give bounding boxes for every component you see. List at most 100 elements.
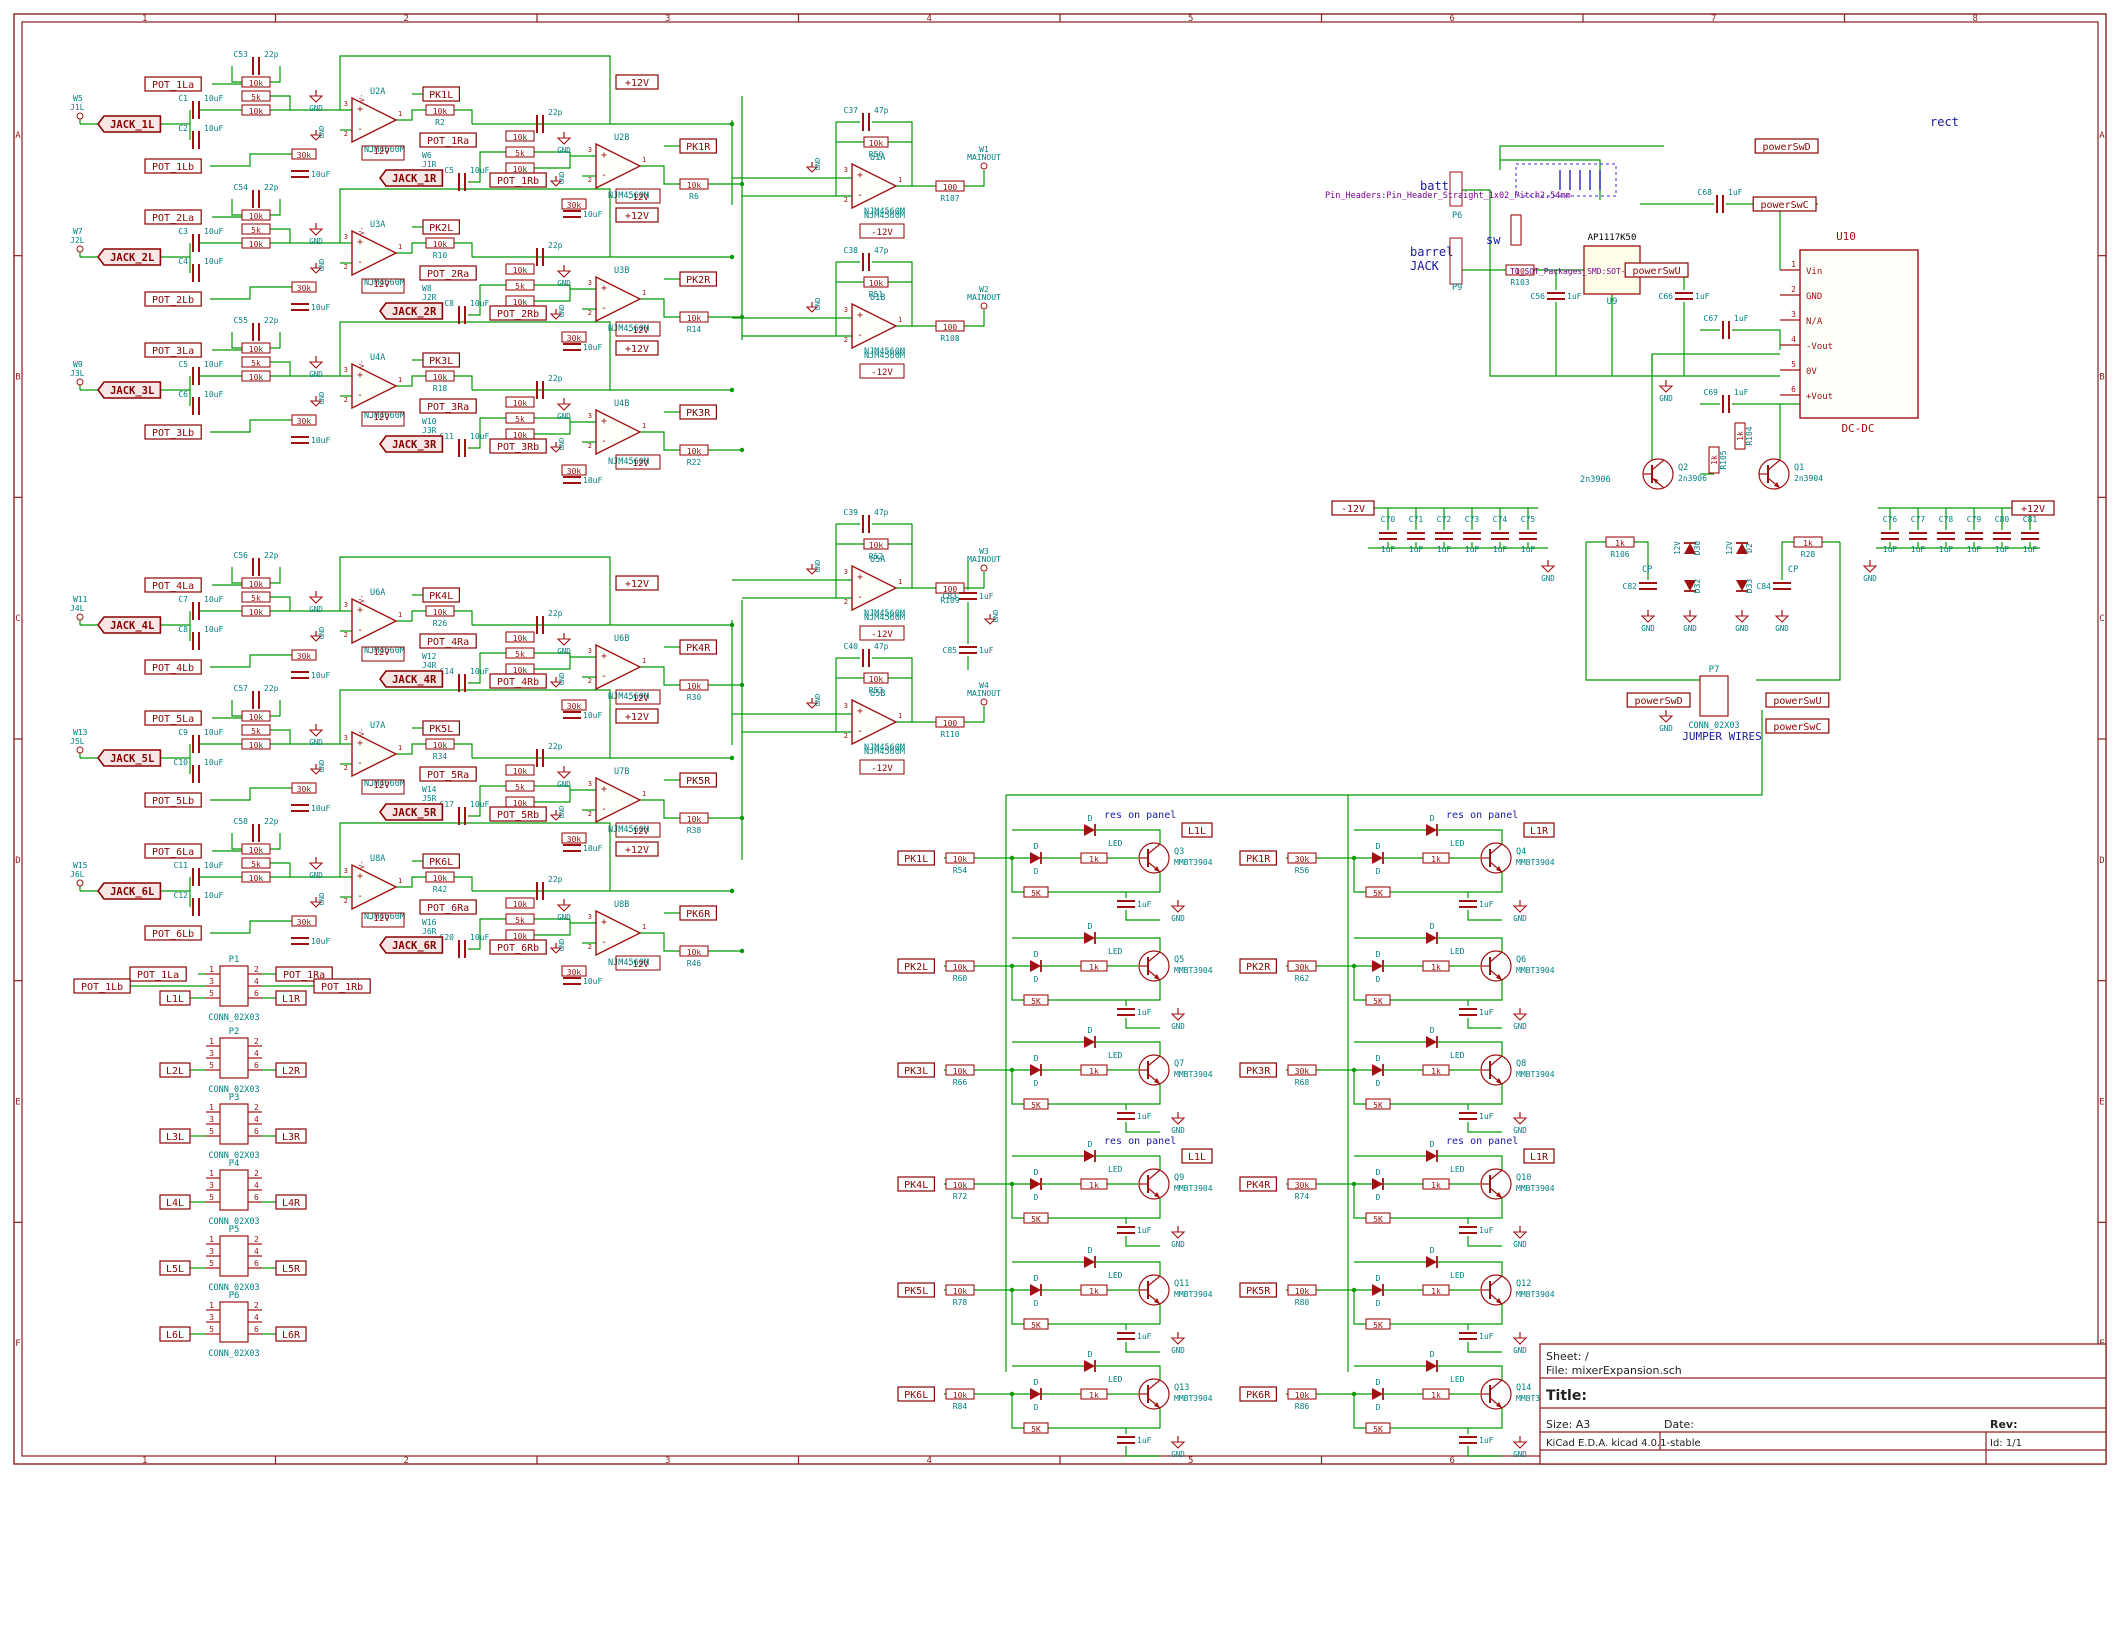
transistor-ref: Q10 [1516, 1173, 1531, 1183]
resistor [1287, 1064, 1317, 1076]
test-point-ref: J3R [422, 426, 437, 435]
jumper-note: JUMPER WIRES [1682, 730, 1761, 743]
pin-number: 2 [588, 309, 592, 317]
ground-label: GND [309, 104, 323, 113]
transistor-arrow [1154, 974, 1160, 980]
wire [1011, 1184, 1024, 1219]
resistor [1287, 1388, 1317, 1400]
test-point-ref: J1L [70, 103, 85, 112]
transistor-ref: Q7 [1174, 1059, 1184, 1069]
pot-label [144, 925, 202, 941]
output-test-point [980, 564, 988, 572]
resistor-ref: R42 [433, 885, 448, 894]
led-net-label: L6L [166, 1330, 184, 1341]
pin-number: 2 [844, 598, 848, 606]
diode-ref: D [1376, 950, 1381, 959]
led-net-label: L2R [282, 1066, 301, 1077]
peak-label: PK5R [686, 776, 711, 787]
junction-dot [729, 755, 735, 761]
capacitor-ref: C20 [440, 933, 455, 942]
ground-label: GND [1683, 624, 1697, 633]
capacitor-value: 22p [548, 241, 563, 250]
power-box [615, 340, 659, 356]
capacitor-ref: C11 [440, 432, 455, 441]
ground-symbol [1512, 1013, 1528, 1021]
resistor [505, 146, 535, 158]
decoupling-cap-ref: C80 [1995, 515, 2010, 524]
resistor-value: 5K [1373, 1101, 1383, 1110]
ground-label: GND [1513, 1346, 1527, 1355]
pin-number: 3 [844, 166, 848, 174]
resistor [1080, 1178, 1108, 1190]
wire [210, 787, 292, 801]
pin-number: 2 [344, 263, 348, 271]
resistor-value: 10k [513, 932, 528, 941]
row-marker: F [15, 1339, 20, 1349]
resistor [561, 699, 587, 711]
pot-label: POT_2Ra [427, 269, 469, 280]
op-amp-pin: - [357, 390, 363, 401]
wire [396, 610, 426, 622]
wire [454, 610, 473, 625]
op-amp [595, 909, 642, 957]
pot-label: POT_5Ra [427, 770, 469, 781]
diode-ref: D [1376, 842, 1381, 851]
resistor-value: 10k [687, 314, 702, 323]
resistor [241, 724, 271, 736]
pot-label [144, 76, 202, 92]
resistor [241, 591, 271, 603]
capacitor-ref: C84 [1757, 582, 1772, 591]
dcdc-label: DC-DC [1841, 422, 1874, 435]
capacitor-value: 10uF [583, 343, 602, 352]
ground-label: GND [992, 610, 1000, 623]
wire [468, 652, 506, 684]
capacitor-ref: C67 [1704, 314, 1719, 323]
diode-body [1030, 1284, 1041, 1296]
resistor-value: 10k [869, 541, 884, 550]
resistor-value: 1k [1431, 855, 1441, 864]
jack-label-text: JACK_6R [392, 940, 437, 952]
neg-rail-box [859, 363, 905, 379]
op-amp-ref: U3A [370, 220, 385, 230]
wire [1353, 858, 1366, 893]
peak-input-label: PK2L [904, 962, 928, 973]
resistor [1287, 1284, 1317, 1296]
capacitor-value: 10uF [311, 937, 330, 946]
ground-symbol [805, 568, 819, 575]
wire [1438, 1365, 1503, 1380]
dcdc-pin-label: GND [1806, 292, 1822, 302]
capacitor-ref: C2 [178, 124, 188, 133]
capacitor-ref: C58 [234, 817, 249, 826]
wire [231, 700, 242, 717]
peak-input-label [1239, 1176, 1278, 1192]
ground-symbol [309, 134, 323, 141]
resistor [1734, 422, 1746, 450]
capacitor-value: 10uF [470, 933, 489, 942]
led-net-label [159, 1062, 191, 1078]
op-amp-ref: U8A [370, 854, 385, 864]
op-amp-part: NJM4560M [864, 211, 905, 221]
jumper-header [1699, 675, 1729, 717]
op-amp-part: NJM4560M [864, 347, 905, 357]
resistor-value: 100 [943, 323, 958, 332]
capacitor-value: 10uF [204, 728, 223, 737]
resistor-value: 10k [249, 608, 264, 617]
resistor [1287, 1178, 1317, 1190]
peak-label [679, 138, 718, 154]
ground-label: GND [1513, 1450, 1527, 1459]
ground-label: GND [1513, 1126, 1527, 1135]
power-box [2011, 500, 2055, 516]
pot-label [489, 172, 547, 188]
ground-symbol [1862, 565, 1878, 573]
resistor-value: 10k [249, 580, 264, 589]
pin-number: 3 [209, 1181, 214, 1190]
pot-label: POT_5Rb [497, 810, 539, 821]
header-part: CONN_02X03 [208, 1349, 259, 1359]
resistor-ref: R74 [1295, 1192, 1310, 1201]
resistor [935, 716, 965, 728]
peak-label [679, 905, 718, 921]
capacitor-ref: C5 [178, 360, 188, 369]
resistor [1023, 1422, 1049, 1434]
pot-label [144, 792, 202, 808]
capacitor-value: 10uF [470, 432, 489, 441]
